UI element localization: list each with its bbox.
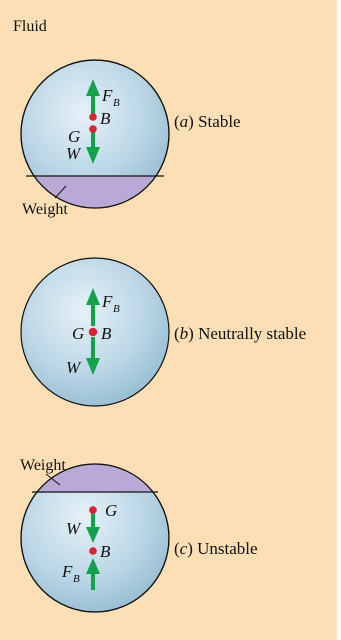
center-buoyancy-point-c (89, 547, 97, 555)
weight-label-c: Weight (20, 457, 66, 474)
caption-c-text: Unstable (197, 539, 257, 558)
fb-symbol-c: F (61, 562, 73, 581)
weight-leader-a (54, 185, 67, 199)
weight-arrowhead-b (86, 358, 100, 375)
caption-b: (b) Neutrally stable (174, 324, 306, 343)
g-symbol-c: G (105, 501, 117, 520)
caption-a: (a) Stable (174, 112, 241, 131)
buoyancy-arrowhead-b (86, 288, 100, 305)
g-symbol-b: G (72, 324, 84, 343)
fb-subscript-a: B (113, 97, 120, 109)
weight-leader-c (45, 473, 61, 486)
g-symbol-a: G (68, 127, 80, 146)
fb-symbol-a: F (101, 86, 113, 105)
center-gravity-point-c (89, 506, 97, 514)
case-a-stable: F B B G W Weight (a) Stable (20, 59, 241, 218)
fb-subscript-b: B (113, 303, 120, 315)
weight-label-a: Weight (22, 201, 68, 218)
center-point-b (88, 327, 98, 337)
weight-arrowhead-c (86, 527, 100, 543)
b-symbol-b: B (101, 324, 112, 343)
caption-a-text: Stable (198, 112, 241, 131)
case-b-neutral: F B G B W (b) Neutrally stable (20, 257, 306, 407)
buoyancy-arrowhead-c (86, 558, 100, 574)
w-symbol-b: W (66, 358, 82, 377)
w-symbol-a: W (66, 144, 82, 163)
caption-b-text: Neutrally stable (198, 324, 306, 343)
center-buoyancy-point-a (89, 113, 97, 121)
fb-symbol-b: F (101, 292, 113, 311)
fb-subscript-c: B (73, 573, 80, 585)
b-symbol-c: B (100, 542, 111, 561)
weight-arrowhead-a (86, 147, 100, 164)
fluid-label: Fluid (13, 18, 47, 35)
caption-c-letter: c (180, 539, 188, 558)
w-symbol-c: W (66, 519, 82, 538)
caption-b-letter: b (180, 324, 189, 343)
caption-a-letter: a (180, 112, 189, 131)
center-gravity-point-a (89, 125, 97, 133)
buoyancy-arrowhead-a (86, 79, 100, 96)
caption-c: (c) Unstable (174, 539, 258, 558)
b-symbol-a: B (100, 109, 111, 128)
case-c-unstable: Weight G W B F B (c) Unstable (20, 457, 258, 613)
